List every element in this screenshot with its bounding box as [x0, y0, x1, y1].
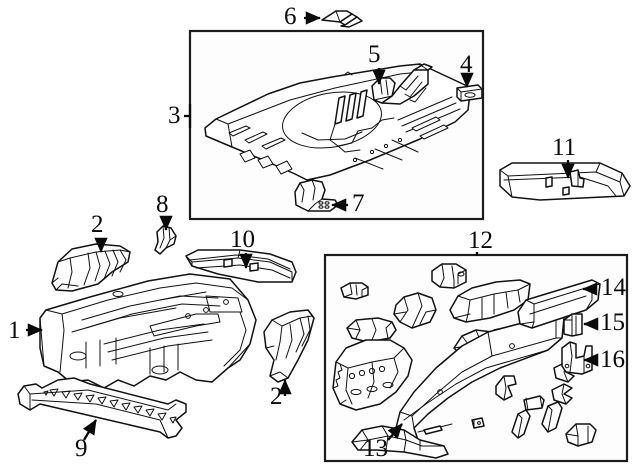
part-open-channel-14b[interactable] — [449, 279, 531, 323]
leader-13 — [387, 423, 403, 441]
part-small-square-a[interactable] — [471, 417, 485, 429]
part-bracket-15[interactable] — [563, 313, 583, 337]
callout-6[interactable]: 6 — [284, 3, 297, 30]
callout-13[interactable]: 13 — [363, 435, 388, 462]
part-angled-bracket-a[interactable] — [511, 409, 531, 439]
callout-4[interactable]: 4 — [460, 51, 473, 78]
part-jack-bracket-7[interactable] — [294, 179, 339, 212]
part-curved-bracket-a[interactable] — [495, 375, 517, 401]
part-small-bracket-b[interactable] — [431, 263, 467, 289]
part-small-clip-4[interactable] — [456, 84, 483, 102]
part-channel-mid[interactable] — [393, 292, 437, 329]
part-wheelhouse-inner[interactable] — [332, 339, 413, 411]
callout-16[interactable]: 16 — [600, 346, 625, 373]
part-s-bracket-lower[interactable] — [551, 383, 573, 405]
part-rear-floor-pan-1[interactable] — [39, 273, 257, 389]
callout-12[interactable]: 12 — [468, 227, 493, 254]
callout-11[interactable]: 11 — [552, 134, 576, 161]
callout-2-left[interactable]: 2 — [91, 211, 104, 238]
part-wheelhouse-brace-right-2[interactable] — [263, 309, 315, 383]
callout-2-right[interactable]: 2 — [270, 383, 283, 410]
callout-7[interactable]: 7 — [352, 190, 365, 217]
rail-assembly-parts-group — [332, 263, 601, 459]
part-flat-rail-left[interactable] — [346, 317, 397, 343]
callout-1[interactable]: 1 — [8, 317, 21, 344]
callout-3[interactable]: 3 — [168, 102, 181, 129]
part-small-bracket-6[interactable] — [321, 10, 363, 28]
part-small-bracket-a[interactable] — [340, 282, 369, 300]
part-bracket-bottom-right[interactable] — [565, 423, 597, 447]
callout-14[interactable]: 14 — [601, 274, 627, 301]
callout-10[interactable]: 10 — [230, 226, 255, 253]
part-front-crossmember-9[interactable] — [17, 377, 187, 439]
callout-9[interactable]: 9 — [75, 435, 88, 462]
callout-5[interactable]: 5 — [368, 41, 381, 68]
part-rear-side-rail-13[interactable] — [395, 313, 565, 447]
part-wheelhouse-brace-left-2[interactable] — [51, 243, 131, 292]
leader-9 — [82, 419, 97, 441]
callout-8[interactable]: 8 — [156, 191, 169, 218]
part-reinforcement-14[interactable] — [517, 279, 601, 329]
part-flat-bracket-a[interactable] — [523, 395, 545, 411]
part-crossmember-11[interactable] — [499, 162, 631, 201]
part-angled-bracket-b[interactable] — [541, 401, 563, 433]
callout-15[interactable]: 15 — [600, 309, 625, 336]
